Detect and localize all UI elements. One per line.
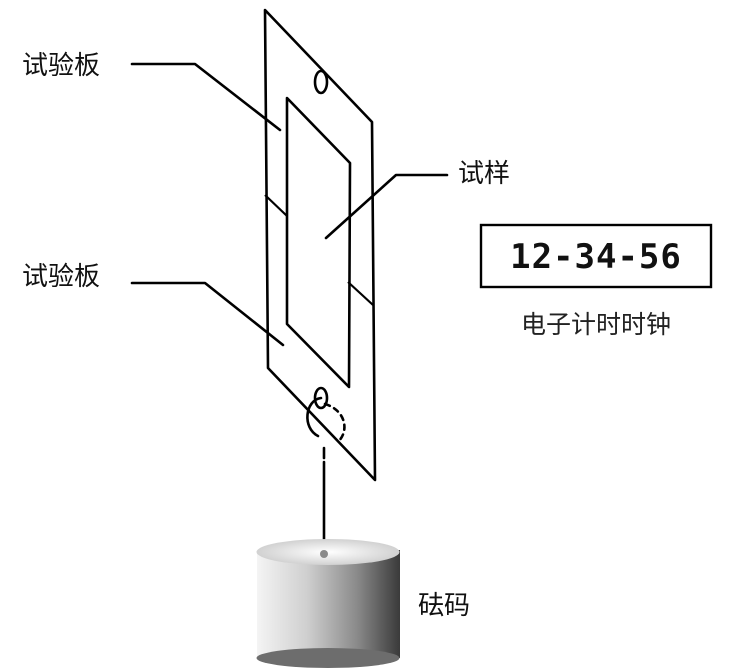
label-test-plate-top: 试验板 [22, 51, 100, 81]
weight-cylinder [256, 539, 400, 668]
hook [306, 396, 346, 460]
label-weight: 砝码 [418, 591, 470, 621]
timer-display-frame [479, 223, 713, 289]
label-sample: 试样 [458, 159, 510, 189]
bottom-hole [313, 386, 329, 410]
top-hole [313, 69, 329, 95]
test-plate [263, 8, 377, 482]
timer-display: 12-34-56 [510, 237, 682, 277]
electronic-timer: 12-34-56 电子计时时钟 [479, 223, 713, 339]
label-test-plate-bottom: 试验板 [22, 262, 100, 292]
timer-caption: 电子计时时钟 [521, 310, 671, 339]
sample-window [285, 96, 352, 389]
leader-lines [130, 62, 449, 347]
